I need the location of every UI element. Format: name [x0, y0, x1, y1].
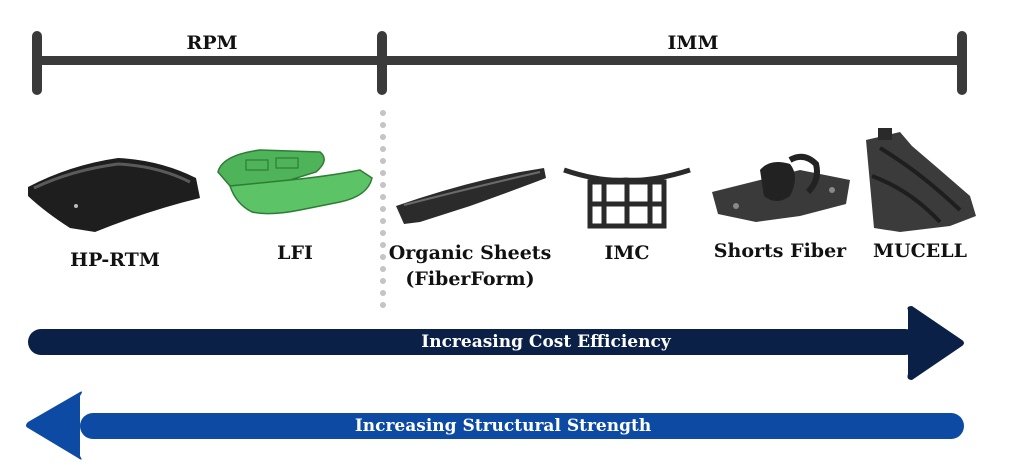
timeline-bar [32, 31, 967, 95]
structural-strength-label: Increasing Structural Strength [354, 416, 652, 436]
cost-efficiency-arrow [28, 306, 964, 380]
process-label-hp-rtm: HP-RTM [70, 249, 160, 271]
shorts-fiber-part-image [712, 153, 850, 222]
timeline-divider-tick [377, 31, 387, 95]
timeline-end-tick [957, 31, 967, 95]
lfi-part-image [217, 149, 373, 215]
dotted-divider [380, 110, 386, 308]
process-label-mucell: MUCELL [873, 240, 967, 262]
mucell-part-image [866, 128, 976, 232]
structural-strength-arrow [26, 391, 964, 460]
process-label-organic-sheets: Organic Sheets (FiberForm) [389, 240, 552, 292]
organic-sheets-part-image [396, 168, 546, 224]
segment-label-imm: IMM [667, 32, 719, 54]
cost-efficiency-label: Increasing Cost Efficiency [421, 332, 671, 352]
segment-label-rpm: RPM [186, 32, 238, 54]
process-label-shorts-fiber: Shorts Fiber [713, 240, 847, 262]
imc-part-image [563, 167, 691, 229]
timeline-start-tick [32, 31, 42, 95]
hp-rtm-part-image [28, 158, 200, 232]
process-label-lfi: LFI [277, 242, 313, 264]
process-label-organic-sheets-line2: (FiberForm) [405, 268, 535, 290]
process-label-imc: IMC [604, 242, 650, 264]
process-label-organic-sheets-line1: Organic Sheets [388, 242, 552, 264]
